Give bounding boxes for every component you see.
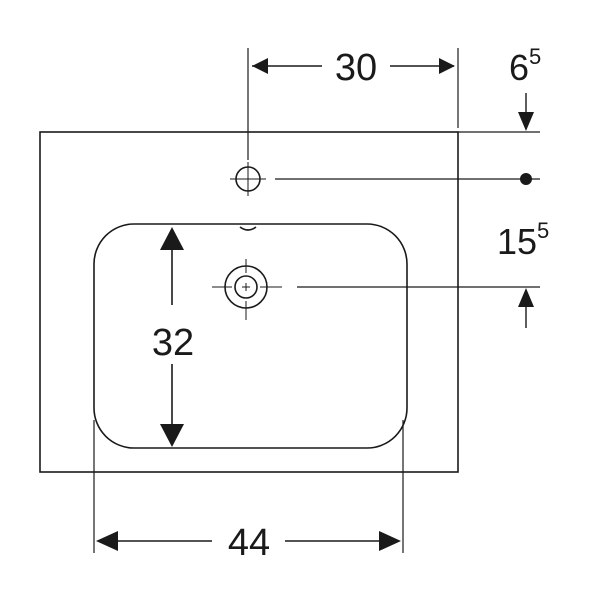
- arrow-up: [518, 288, 534, 307]
- arrow-up: [160, 227, 184, 250]
- label-30: 30: [335, 47, 377, 89]
- extension-lines: [93, 48, 540, 553]
- tap-centerline-dot: [520, 173, 532, 185]
- arrow-down: [518, 112, 534, 131]
- label-15-5: 155: [497, 218, 549, 262]
- dimension-tap-hole-offset: 30: [252, 47, 455, 89]
- dimension-drain-offset: 155: [497, 218, 549, 328]
- dimension-bowl-width: 44: [96, 522, 401, 564]
- dimension-bowl-depth: 32: [152, 227, 194, 447]
- label-6-5: 65: [509, 44, 541, 88]
- dimension-top-offset: 65: [509, 44, 541, 131]
- arrow-right: [439, 58, 455, 74]
- bowl-outline: [93, 223, 408, 449]
- label-32: 32: [152, 322, 194, 364]
- arrow-left: [252, 58, 268, 74]
- tap-hole: [230, 162, 266, 196]
- overflow-slot: [239, 226, 257, 231]
- arrow-left: [96, 531, 118, 551]
- label-44: 44: [228, 522, 270, 564]
- arrow-right: [379, 531, 401, 551]
- arrow-down: [160, 424, 184, 447]
- drain: [212, 259, 282, 320]
- basin-outline: [39, 131, 459, 473]
